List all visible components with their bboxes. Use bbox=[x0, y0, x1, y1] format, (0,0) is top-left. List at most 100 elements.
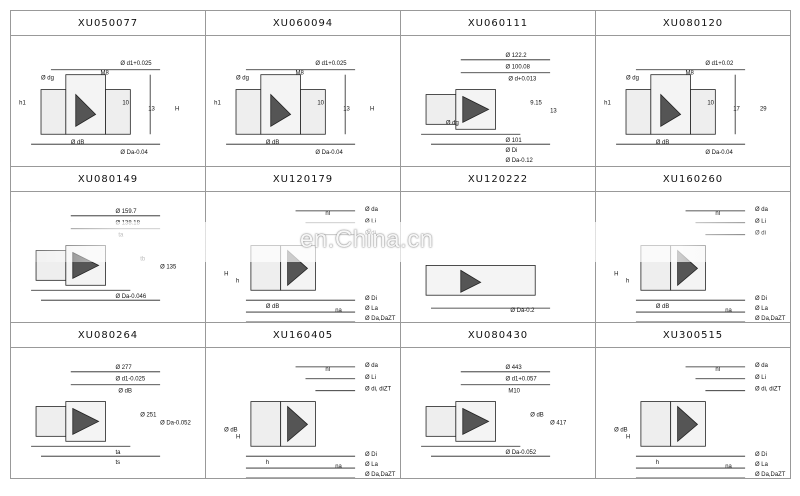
dimension-label: Ø Di bbox=[755, 452, 767, 458]
dimension-label: Ø 135 bbox=[160, 264, 177, 270]
dimension-label: Ø 101 bbox=[505, 138, 522, 144]
dimension-label: Ø 443 bbox=[505, 365, 522, 371]
dimension-label: M10 bbox=[508, 389, 520, 395]
dimension-label: na bbox=[335, 464, 342, 470]
dimension-label: tb bbox=[140, 256, 146, 262]
dimension-label: Ø da bbox=[755, 207, 769, 213]
dimension-label: Ø Li bbox=[755, 375, 766, 381]
dimension-label: Ø d1+0.02 bbox=[705, 61, 733, 67]
bearing-model-title: XU060111 bbox=[401, 11, 595, 36]
dimension-label: Ø Da,DaZT bbox=[755, 472, 786, 478]
dimension-label: Ø dB bbox=[118, 389, 132, 395]
bearing-model-title: XU080430 bbox=[401, 323, 595, 348]
dimension-label: Ø d+0.013 bbox=[508, 77, 537, 83]
dimension-label: Ø dB bbox=[530, 412, 544, 418]
dimension-label: Ø Li bbox=[365, 219, 376, 225]
dimension-label: Ø Da-0.04 bbox=[120, 150, 148, 156]
dimension-label: Ø dB bbox=[266, 304, 280, 310]
dimension-label: na bbox=[335, 308, 342, 314]
cross-section-drawing: Ø Da-0.2 bbox=[425, 265, 551, 314]
bearing-model-title: XU080149 bbox=[11, 167, 205, 192]
bearing-drawing: Ø Da-0.2 bbox=[401, 191, 595, 322]
bearing-model-title: XU080264 bbox=[11, 323, 205, 348]
dimension-label: M8 bbox=[296, 71, 305, 77]
dimension-label: h bbox=[266, 460, 269, 466]
dimension-label: Ø dB bbox=[71, 140, 85, 146]
dimension-label: Ø Di bbox=[755, 296, 767, 302]
dimension-label: h bbox=[236, 278, 239, 284]
dimension-label: Ø Da,DaZT bbox=[755, 316, 786, 322]
dimension-label: Ø Da,DaZT bbox=[365, 472, 396, 478]
dimension-label: Ø Da-0.04 bbox=[705, 150, 733, 156]
dimension-label: Ø Da-0.12 bbox=[505, 158, 532, 164]
dimension-label: Ø dB bbox=[266, 140, 280, 146]
dimension-label: 10 bbox=[707, 100, 714, 106]
dimension-label: Ø d1+0.057 bbox=[505, 377, 536, 383]
dimension-label: Ø 251 bbox=[140, 412, 157, 418]
dimension-label: M8 bbox=[101, 71, 110, 77]
dimension-label: Ø Di bbox=[505, 148, 517, 154]
dimension-label: Ø La bbox=[365, 462, 379, 468]
bearing-model-title: XU120179 bbox=[206, 167, 400, 192]
dimension-label: na bbox=[725, 464, 732, 470]
dimension-label: 10 bbox=[122, 100, 129, 106]
dimension-label: Ø 159.7 bbox=[115, 209, 136, 215]
dimension-label: Ø 417 bbox=[550, 420, 566, 426]
dimension-label: h bbox=[626, 278, 629, 284]
dimension-label: ta bbox=[118, 233, 124, 239]
dimension-label: Ø La bbox=[365, 306, 379, 312]
dimension-label: Ø Da-0.04 bbox=[315, 150, 343, 156]
dimension-label: Ø Da-0.052 bbox=[505, 450, 536, 456]
dimension-label: Ø d1+0.025 bbox=[120, 61, 152, 67]
dimension-label: 9.15 bbox=[530, 100, 542, 106]
dimension-label: nl bbox=[715, 211, 720, 217]
dimension-label: Ø dB bbox=[656, 140, 670, 146]
dimension-label: Ø di bbox=[755, 231, 766, 237]
dimension-label: Ø di, diZT bbox=[755, 387, 781, 393]
dimension-label: H bbox=[175, 106, 179, 112]
dimension-label: Ø da bbox=[365, 363, 379, 369]
dimension-label: Ø La bbox=[755, 462, 769, 468]
dimension-label: ta bbox=[115, 450, 121, 456]
bearing-model-title: XU160405 bbox=[206, 323, 400, 348]
dimension-label: Ø Da-0.046 bbox=[115, 294, 146, 300]
dimension-label: Ø Da-0.052 bbox=[160, 420, 191, 426]
dimension-label: Ø Di bbox=[365, 296, 377, 302]
dimension-label: h1 bbox=[604, 100, 611, 106]
dimension-label: Ø di bbox=[365, 231, 376, 237]
dimension-label: Ø Li bbox=[755, 219, 766, 225]
dimension-label: h1 bbox=[214, 100, 221, 106]
dimension-label: Ø 122.2 bbox=[505, 53, 526, 59]
dimension-label: Ø dB bbox=[614, 427, 628, 433]
dimension-label: 13 bbox=[343, 106, 350, 112]
dimension-label: 13 bbox=[148, 106, 155, 112]
dimension-label: Ø da bbox=[755, 363, 769, 369]
dimension-label: Ø La bbox=[755, 306, 769, 312]
